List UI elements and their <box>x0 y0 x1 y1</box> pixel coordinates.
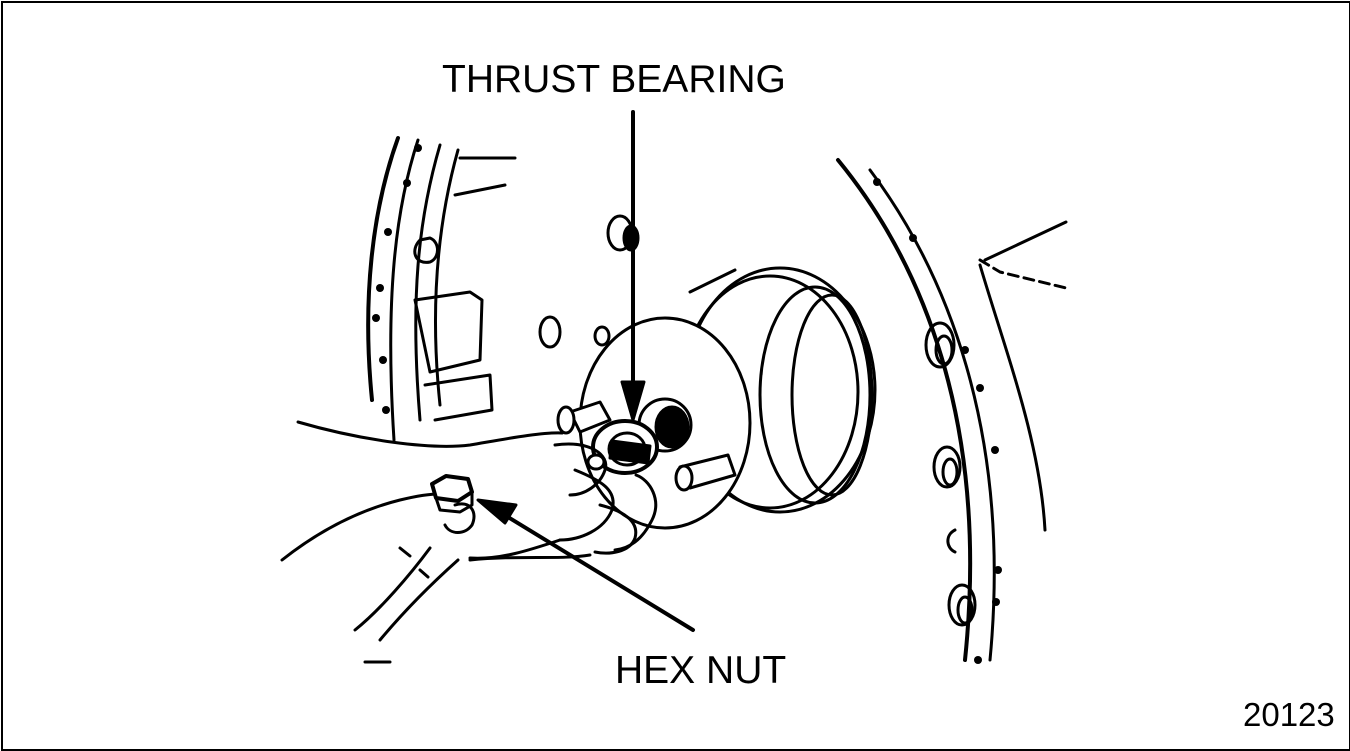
thrust-bearing-arrow <box>620 110 646 422</box>
hex-nut-label: HEX NUT <box>615 649 787 692</box>
right-flange-bolt-holes <box>873 178 1002 664</box>
right-housing-flange <box>836 158 1068 664</box>
drum-hub <box>556 266 877 530</box>
case-bosses <box>538 214 640 349</box>
thrust-bearing-part <box>586 419 659 475</box>
left-housing-flange <box>366 136 517 442</box>
hex-nut-arrow <box>476 498 695 632</box>
left-flange-bolt-holes <box>372 144 422 414</box>
thrust-bearing-label: THRUST BEARING <box>442 58 786 101</box>
hex-nut-part <box>430 474 474 514</box>
figure-number: 20123 <box>1243 696 1335 733</box>
left-hand <box>280 492 592 664</box>
